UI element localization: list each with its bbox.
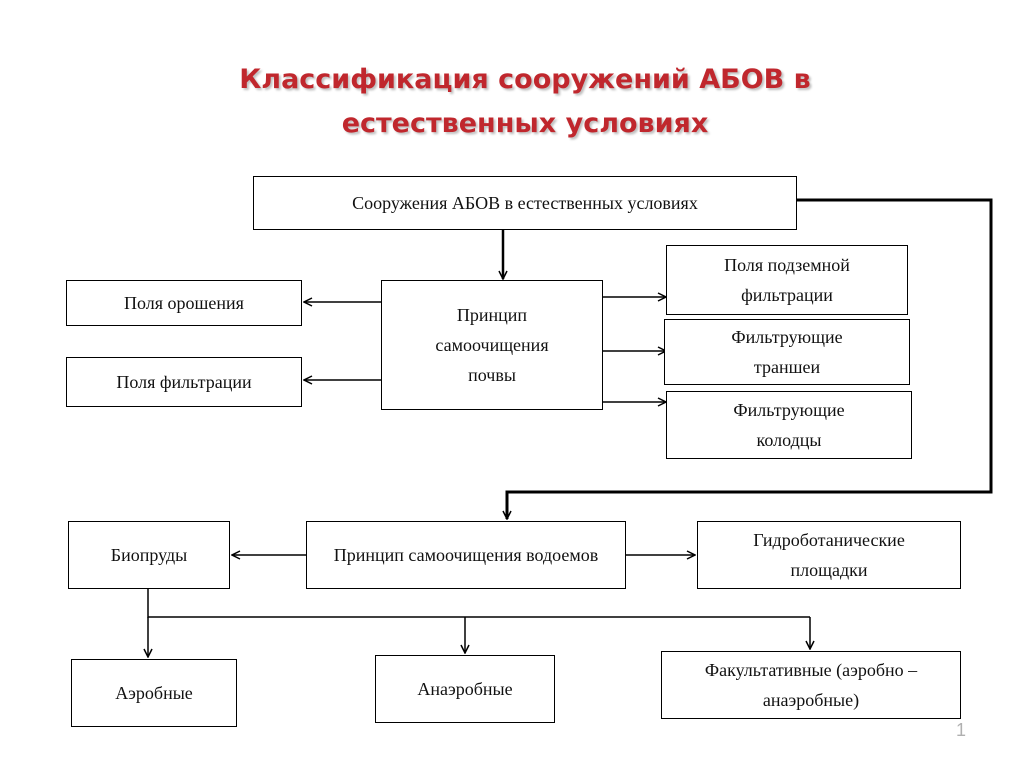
box-root: Сооружения АБОВ в естественных условиях (253, 176, 797, 230)
box-aerobic: Аэробные (71, 659, 237, 727)
box-filter-wells: Фильтрующие колодцы (666, 391, 912, 459)
box-soil-principle: Принцип самоочищения почвы (381, 280, 603, 410)
box-bioponds: Биопруды (68, 521, 230, 589)
box-irrigation-fields: Поля орошения (66, 280, 302, 326)
box-facultative: Факультативные (аэробно – анаэробные) (661, 651, 961, 719)
box-hydrobotanical: Гидроботанические площадки (697, 521, 961, 589)
box-filter-trenches: Фильтрующие траншеи (664, 319, 910, 385)
branch-bioponds (147, 589, 810, 618)
box-water-principle: Принцип самоочищения водоемов (306, 521, 626, 589)
arrow-root-to-water (507, 198, 993, 519)
page-number: 1 (955, 720, 966, 740)
box-underground-filtration: Поля подземной фильтрации (666, 245, 908, 315)
box-filtration-fields: Поля фильтрации (66, 357, 302, 407)
box-anaerobic: Анаэробные (375, 655, 555, 723)
slide-title: Классификация сооружений АБОВ в естестве… (239, 64, 811, 139)
